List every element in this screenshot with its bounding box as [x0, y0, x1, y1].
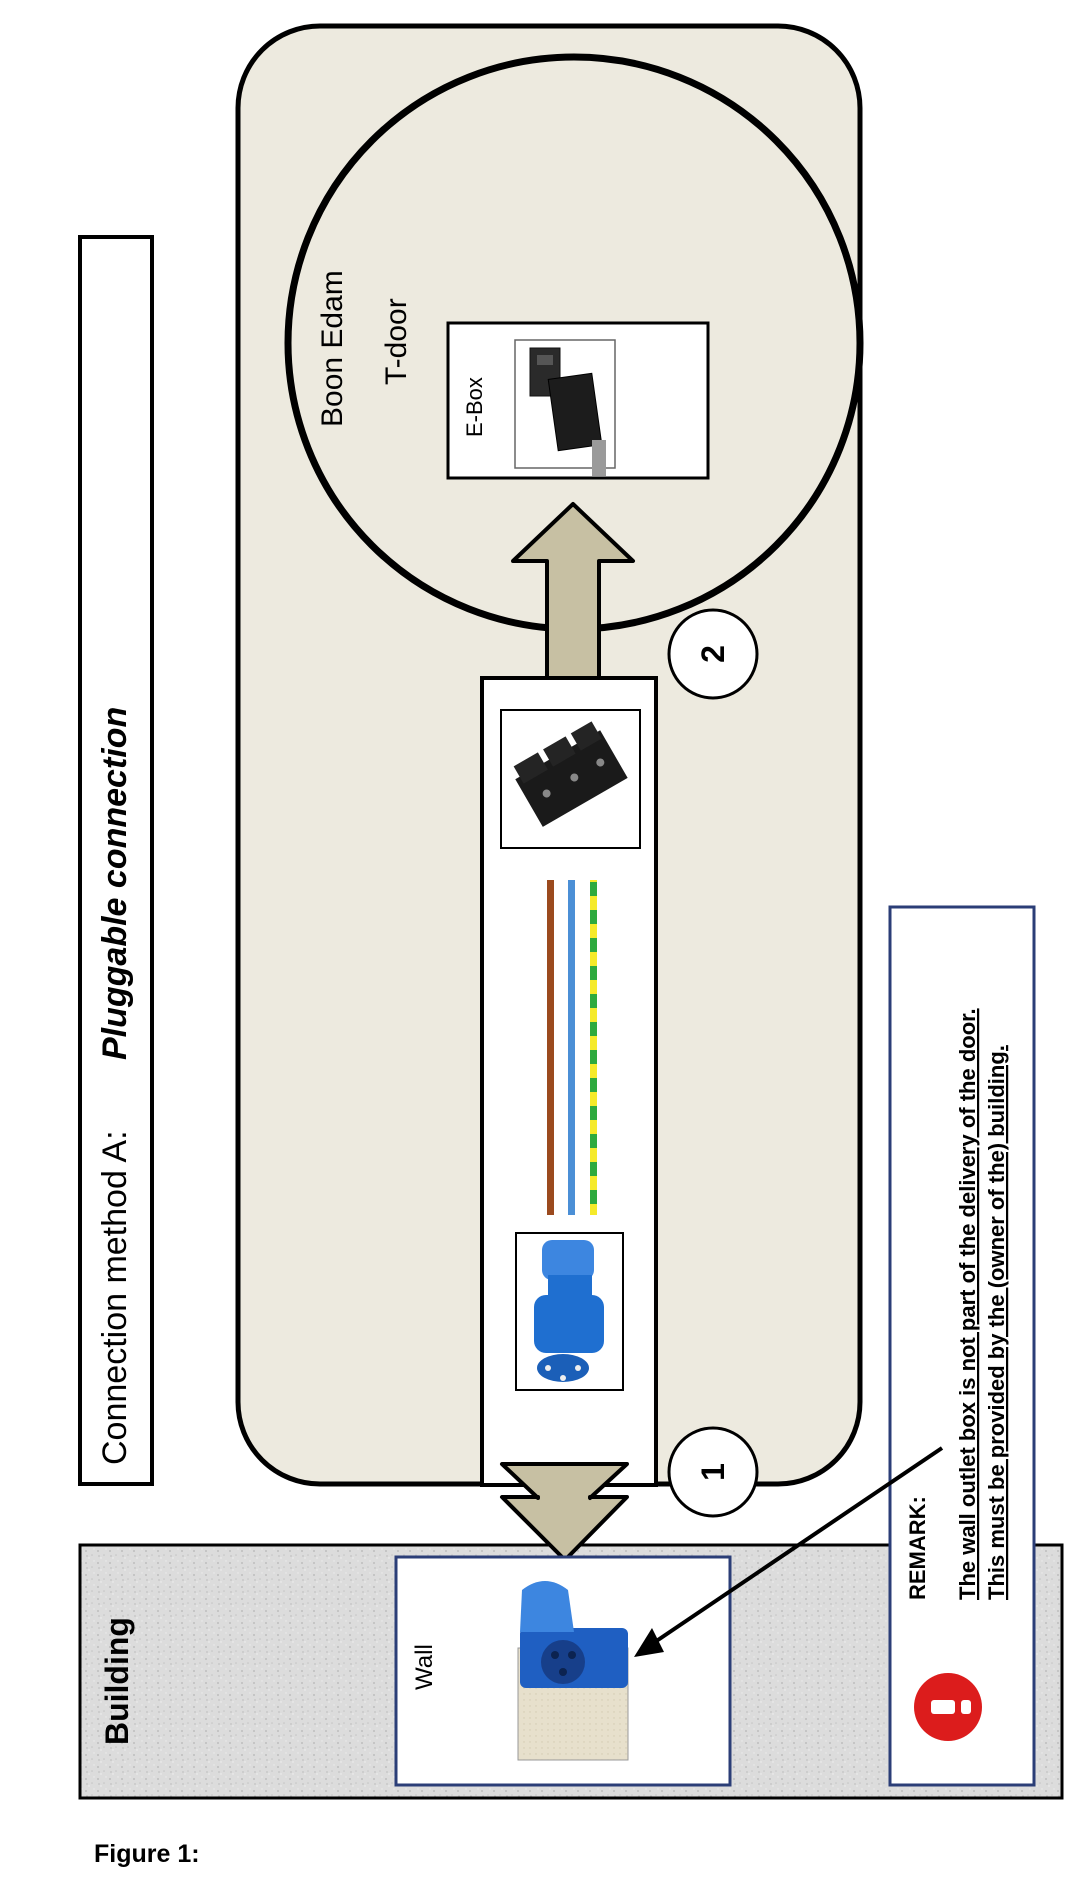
ebox-box: E-Box — [446, 321, 710, 480]
title-method: Pluggable connection — [96, 707, 134, 1060]
remark-line1: The wall outlet box is not part of the d… — [955, 1008, 980, 1600]
marker-1-label: 1 — [695, 1463, 731, 1481]
door-model-label: T-door — [380, 298, 413, 385]
title-box: Connection method A: Pluggable connectio… — [78, 235, 154, 1486]
remark-pointer-arrow — [634, 1446, 944, 1657]
door-brand-label: Boon Edam — [316, 270, 349, 427]
female-connector-image — [500, 709, 641, 849]
title-prefix: Connection method A: — [96, 1130, 134, 1465]
marker-1: 1 — [667, 1426, 759, 1518]
building-label: Building — [99, 1617, 135, 1745]
remark-box: REMARK: The wall outlet box is not part … — [888, 905, 1036, 1787]
wire-green-yellow — [590, 880, 597, 1215]
remark-line2: This must be provided by the (owner of t… — [984, 1045, 1009, 1600]
figure-caption: Figure 1: — [94, 1840, 200, 1868]
wire-brown — [547, 880, 554, 1215]
exclamation-icon — [914, 1673, 982, 1741]
wall-label: Wall — [411, 1644, 438, 1690]
cable-wires — [547, 880, 597, 1215]
arrow-to-wall — [500, 1462, 629, 1562]
wall-socket-image — [517, 1581, 629, 1761]
marker-2: 2 — [667, 608, 759, 700]
wire-blue — [568, 880, 575, 1215]
marker-2-label: 2 — [695, 645, 731, 663]
wall-socket-box: Wall — [394, 1555, 732, 1787]
ebox-connector-image — [529, 347, 606, 476]
ebox-label: E-Box — [462, 377, 487, 437]
remark-heading: REMARK: — [905, 1496, 930, 1600]
plug-image — [515, 1232, 624, 1391]
